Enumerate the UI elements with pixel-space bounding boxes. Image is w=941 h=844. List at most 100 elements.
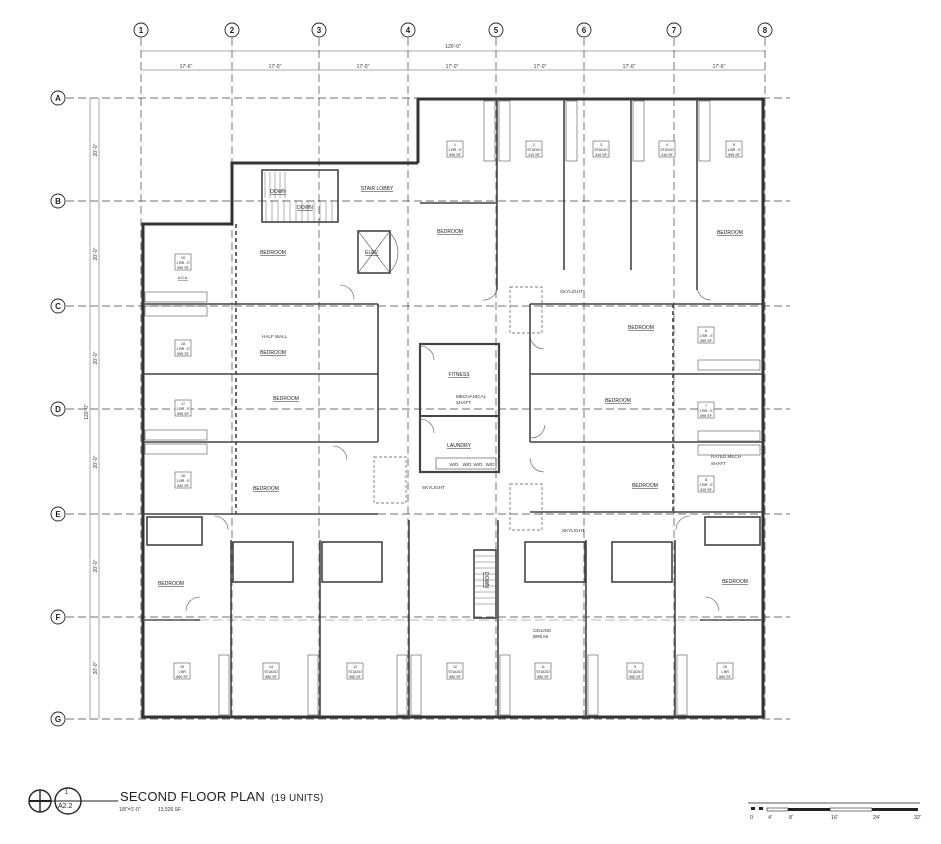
svg-text:20'-0": 20'-0" [93, 351, 99, 364]
grid-bubble-6: 6 [576, 22, 592, 38]
svg-text:5: 5 [733, 143, 735, 147]
svg-text:17'-0": 17'-0" [534, 64, 547, 70]
svg-text:15: 15 [180, 665, 184, 669]
grid-bubble-B: B [50, 193, 66, 209]
svg-text:1 BR - E: 1 BR - E [699, 409, 713, 413]
svg-text:410 SF: 410 SF [661, 153, 673, 157]
drawing-title-block: 1 A2.2 SECOND FLOOR PLAN(19 UNITS) 1/8"=… [28, 785, 928, 825]
skylight-north [509, 286, 543, 334]
grid-bubble-5: 5 [488, 22, 504, 38]
svg-text:D: D [55, 405, 61, 414]
scale-bar-labels: 0 4' 8' 16' 24' 32' [748, 815, 928, 825]
scale-tick-4: 4' [768, 815, 773, 821]
svg-text:STUDIO: STUDIO [448, 670, 462, 674]
svg-text:660 SF: 660 SF [176, 675, 188, 679]
svg-text:1 BR - E: 1 BR - E [176, 347, 190, 351]
svg-text:20'-0": 20'-0" [93, 143, 99, 156]
svg-text:W/D: W/D [463, 462, 473, 467]
svg-text:STUDIO: STUDIO [660, 148, 674, 152]
svg-text:SKYLIGHT: SKYLIGHT [560, 289, 583, 294]
svg-text:B: B [55, 197, 61, 206]
room-labels: STAIR LOBBY DOWN DOWN ELEV. BEDROOM BEDR… [158, 186, 748, 588]
grid-bubble-C: C [50, 298, 66, 314]
svg-text:G: G [55, 715, 61, 724]
svg-text:17'-0": 17'-0" [357, 64, 370, 70]
svg-text:SHAFT: SHAFT [456, 400, 471, 405]
svg-text:595 SF: 595 SF [728, 153, 740, 157]
grid-bubble-7: 7 [666, 22, 682, 38]
svg-text:CEILING: CEILING [533, 628, 552, 633]
svg-text:STUDIO: STUDIO [527, 148, 541, 152]
svg-text:C: C [55, 302, 61, 311]
row-grid [66, 97, 790, 720]
svg-text:W/D: W/D [486, 462, 496, 467]
svg-text:595 SF: 595 SF [177, 412, 189, 416]
svg-text:6: 6 [705, 329, 707, 333]
svg-text:BEDROOM: BEDROOM [260, 350, 286, 356]
svg-text:595 SF: 595 SF [700, 414, 712, 418]
svg-text:1 BR - E: 1 BR - E [699, 483, 713, 487]
svg-text:LAUNDRY: LAUNDRY [447, 443, 471, 449]
svg-text:F: F [56, 613, 61, 622]
scale-tick-32: 32' [914, 815, 922, 821]
interior-walls [143, 99, 763, 717]
svg-text:660 SF: 660 SF [719, 675, 731, 679]
svg-text:1 BR - E: 1 BR - E [699, 334, 713, 338]
svg-text:17'-6": 17'-6" [713, 64, 726, 70]
svg-text:1 BR - E: 1 BR - E [448, 148, 462, 152]
svg-text:BEDROOM: BEDROOM [273, 396, 299, 402]
grid-bubble-1: 1 [133, 22, 149, 38]
svg-text:13: 13 [353, 665, 357, 669]
washer-dryers: W/D W/D W/D W/D [435, 457, 497, 470]
svg-text:7: 7 [705, 404, 707, 408]
svg-text:DOWN: DOWN [483, 572, 489, 588]
svg-text:595 SF: 595 SF [177, 266, 189, 270]
column-dimensions [141, 50, 765, 71]
skylight-west [373, 456, 407, 504]
grid-bubble-E: E [50, 506, 66, 522]
column-dimension-labels: 120'-0" 17'-6" 17'-0" 17'-0" 17'-0" 17'-… [180, 44, 726, 70]
svg-text:BEDROOM: BEDROOM [632, 483, 658, 489]
scale-tick-0: 0 [750, 815, 754, 821]
svg-text:6: 6 [582, 26, 587, 35]
svg-text:7: 7 [672, 26, 677, 35]
svg-text:1: 1 [139, 26, 144, 35]
svg-text:12: 12 [453, 665, 457, 669]
svg-text:595 SF: 595 SF [177, 352, 189, 356]
svg-text:FITNESS: FITNESS [448, 372, 470, 378]
svg-text:1 BR - E: 1 BR - E [176, 407, 190, 411]
svg-text:17'-6": 17'-6" [180, 64, 193, 70]
svg-text:STUDIO: STUDIO [264, 670, 278, 674]
svg-text:20'-0": 20'-0" [93, 559, 99, 572]
svg-text:BEDROOM: BEDROOM [628, 325, 654, 331]
svg-text:HALF WALL: HALF WALL [262, 334, 288, 339]
drawing-scale: 1/8"=1'-0" [119, 807, 141, 813]
grid-bubble-3: 3 [311, 22, 327, 38]
exterior-walls [141, 97, 765, 719]
drawing-title: SECOND FLOOR PLAN(19 UNITS) [120, 789, 324, 804]
section-marker-icon [28, 787, 118, 815]
svg-text:BEDROOM: BEDROOM [722, 579, 748, 585]
column-grid [140, 38, 766, 722]
svg-text:10: 10 [723, 665, 727, 669]
svg-text:515 SF: 515 SF [700, 488, 712, 492]
grid-bubble-2: 2 [224, 22, 240, 38]
svg-text:3: 3 [317, 26, 322, 35]
svg-text:20'-0": 20'-0" [93, 247, 99, 260]
grid-bubble-D: D [50, 401, 66, 417]
stair-treads [264, 172, 495, 605]
svg-text:4: 4 [406, 26, 411, 35]
grid-bubble-G: G [50, 711, 66, 727]
sheet-number: A2.2 [58, 803, 73, 810]
svg-text:5: 5 [494, 26, 499, 35]
svg-text:DOWN: DOWN [297, 205, 313, 211]
svg-text:BEDROOM: BEDROOM [717, 230, 743, 236]
